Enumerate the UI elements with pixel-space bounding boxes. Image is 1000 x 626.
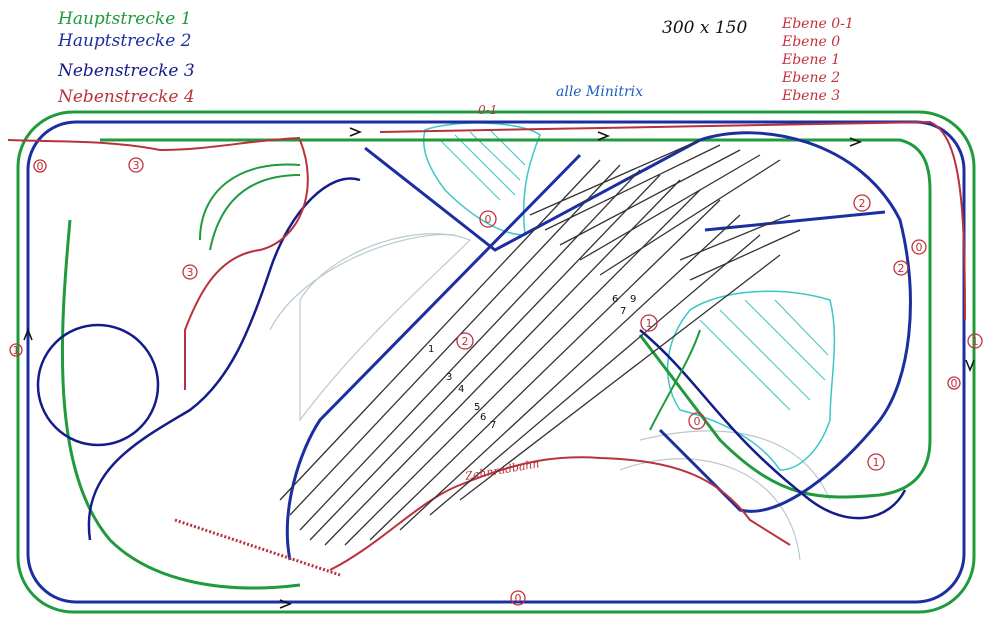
track-number: 6 <box>480 412 486 423</box>
level-item: Ebene 2 <box>781 70 840 86</box>
minitrix-note: alle Minitrix <box>556 84 643 100</box>
track-number: 1 <box>428 344 434 355</box>
track-number: 7 <box>490 420 496 431</box>
level-marker-labels: 0 3 3 0 2 2 0 2 1 0 1 0 1 0 1 <box>13 159 979 605</box>
level-item: Ebene 0 <box>781 34 840 50</box>
level-marker-label: 0 <box>951 377 958 390</box>
level-marker-label: 1 <box>873 456 880 469</box>
level-marker-label: 3 <box>187 266 194 279</box>
main-line-1 <box>16 110 976 614</box>
level-markers <box>9 157 983 606</box>
level-note-top: 0-1 <box>478 103 497 117</box>
level-item: Ebene 1 <box>781 52 840 68</box>
lake-top <box>423 122 541 236</box>
branch-line-4 <box>7 120 966 577</box>
level-marker-label: 3 <box>133 159 140 172</box>
terrain-contours <box>269 233 831 561</box>
level-marker-label: 0 <box>916 241 923 254</box>
lake-right <box>667 290 836 471</box>
central-yard <box>279 139 801 546</box>
track-number: 6 <box>612 294 618 305</box>
legend-item-branch-3: Nebenstrecke 3 <box>57 61 195 81</box>
track-details <box>199 163 701 431</box>
track-number: 9 <box>630 294 636 305</box>
level-marker-label: 1 <box>13 344 20 357</box>
track-number: 7 <box>620 306 626 317</box>
level-marker-label: 1 <box>646 317 653 330</box>
layout-size-label: 300 x 150 <box>662 18 747 38</box>
legend-item-branch-4: Nebenstrecke 4 <box>57 87 195 107</box>
track-number: 5 <box>474 402 480 413</box>
level-marker-label: 0 <box>694 415 701 428</box>
level-marker-label: 0 <box>37 160 44 173</box>
legend-item-main-1: Hauptstrecke 1 <box>57 9 191 29</box>
legend-item-main-2: Hauptstrecke 2 <box>57 31 191 51</box>
yard-track-numbers: 1 3 4 5 6 7 6 7 9 <box>428 294 636 431</box>
level-marker-label: 1 <box>972 335 979 348</box>
level-list: Ebene 0-1 Ebene 0 Ebene 1 Ebene 2 Ebene … <box>781 16 854 104</box>
level-marker-label: 2 <box>859 197 866 210</box>
track-number: 4 <box>458 384 464 395</box>
direction-arrows <box>23 127 975 609</box>
level-item: Ebene 0-1 <box>781 16 854 32</box>
level-marker-label: 2 <box>898 262 905 275</box>
track-number: 3 <box>446 372 452 383</box>
main-line-2 <box>26 120 966 604</box>
level-item: Ebene 3 <box>781 88 840 104</box>
level-marker-label: 2 <box>462 335 469 348</box>
level-marker-label: 0 <box>515 592 522 605</box>
legend: Hauptstrecke 1 Hauptstrecke 2 Nebenstrec… <box>57 9 195 107</box>
level-marker-label: 0 <box>485 213 492 226</box>
